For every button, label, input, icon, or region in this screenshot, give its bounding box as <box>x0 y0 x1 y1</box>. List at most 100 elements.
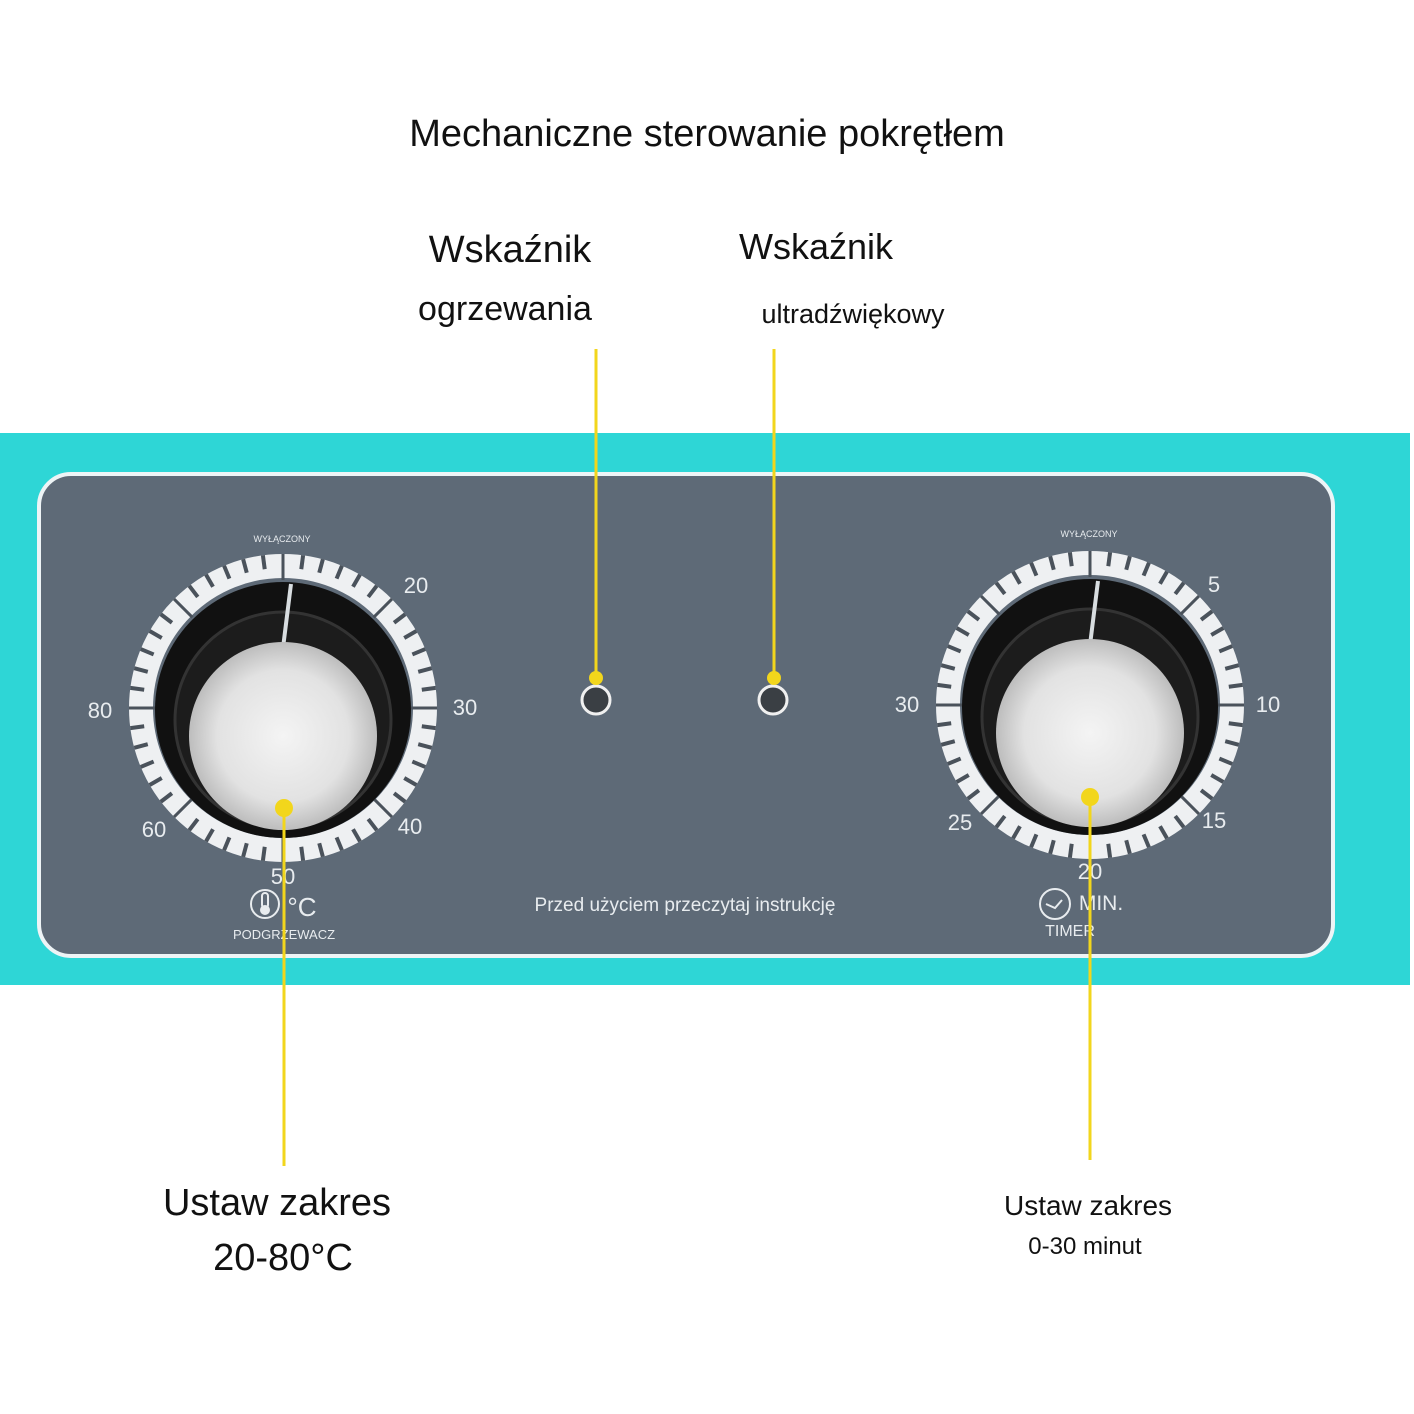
scale-tick <box>411 759 427 769</box>
temp-range-label-2: 20-80°C <box>213 1237 353 1279</box>
scale-tick <box>421 724 436 731</box>
scale-tick <box>1210 773 1225 784</box>
scale-tick <box>1124 555 1132 571</box>
scale-tick <box>994 581 1007 596</box>
temp-range-label-1: Ustaw zakres <box>163 1182 391 1224</box>
ultrasonic-indicator-label-2: ultradźwiękowy <box>761 299 945 329</box>
scale-tick <box>148 776 163 787</box>
scale-tick <box>1173 581 1186 596</box>
thermometer-icon <box>250 889 280 919</box>
scale-tick <box>1067 843 1074 858</box>
scale-tick <box>317 842 325 858</box>
scale-tick <box>937 682 952 689</box>
scale-tick <box>366 584 379 599</box>
knob-pointer <box>281 583 293 649</box>
scale-tick <box>133 742 149 750</box>
scale-tick <box>1173 814 1186 829</box>
scale-tick <box>980 794 1001 815</box>
scale-tick <box>1179 595 1200 616</box>
scale-tick <box>299 555 306 570</box>
heater-scale-40: 40 <box>398 814 422 839</box>
scale-tick <box>173 797 194 818</box>
heater-unit: °C <box>287 892 316 922</box>
scale-tick <box>187 584 200 599</box>
scale-tick <box>966 788 981 801</box>
leader-lines <box>275 349 1099 1166</box>
timer-scale-25: 25 <box>948 810 972 835</box>
scale-tick <box>1218 644 1234 654</box>
scale-tick <box>1141 561 1151 577</box>
scale-tick <box>417 666 433 674</box>
scale-tick <box>1228 721 1243 728</box>
scale-tick <box>1210 626 1225 637</box>
scale-tick <box>1179 794 1200 815</box>
scale-tick <box>366 817 379 832</box>
scale-tick <box>1158 570 1169 585</box>
scale-tick <box>133 666 149 674</box>
scale-tick <box>260 555 267 570</box>
scale-tick <box>937 721 952 728</box>
time-range-label-1: Ustaw zakres <box>1004 1190 1172 1221</box>
knob-cap <box>996 639 1184 827</box>
scale-tick <box>1029 833 1039 849</box>
scale-tick <box>955 626 970 637</box>
scale-tick <box>1124 839 1132 855</box>
timer-scale-30: 30 <box>895 692 919 717</box>
scale-tick <box>421 685 436 692</box>
scale-tick <box>1199 609 1214 622</box>
heater-scale-60: 60 <box>142 817 166 842</box>
scale-tick <box>351 573 362 588</box>
heating-indicator-led <box>580 684 612 716</box>
scale-tick <box>980 595 1001 616</box>
scale-tick <box>372 598 393 619</box>
heater-scale-20: 20 <box>404 573 428 598</box>
timer-knob[interactable] <box>936 551 1244 859</box>
scale-tick <box>334 836 344 852</box>
scale-tick <box>130 685 145 692</box>
scale-tick <box>1141 833 1151 849</box>
page-title: Mechaniczne sterowanie pokrętłem <box>409 113 1005 155</box>
scale-tick <box>1011 570 1022 585</box>
scale-tick <box>940 739 956 747</box>
scale-tick <box>411 647 427 657</box>
scale-tick <box>1218 756 1234 766</box>
scale-tick <box>1106 552 1113 567</box>
scale-tick <box>946 756 962 766</box>
scale-tick <box>148 629 163 640</box>
scale-tick <box>317 558 325 574</box>
scale-tick <box>222 836 232 852</box>
scale-tick <box>159 791 174 804</box>
scale-tick <box>1048 555 1056 571</box>
notice-text: Przed użyciem przeczytaj instrukcję <box>535 895 836 916</box>
heater-off-label: WYŁĄCZONY <box>253 534 310 544</box>
scale-tick <box>173 598 194 619</box>
time-range-label-2: 0-30 minut <box>1028 1233 1142 1260</box>
scale-tick <box>417 742 433 750</box>
scale-tick <box>241 558 249 574</box>
ultrasonic-indicator-label-1: Wskaźnik <box>739 226 894 267</box>
scale-tick <box>946 644 962 654</box>
scale-tick <box>372 797 393 818</box>
scale-tick <box>1224 663 1240 671</box>
scale-tick <box>1228 682 1243 689</box>
heater-knob[interactable] <box>129 554 437 862</box>
clock-icon <box>1039 888 1071 920</box>
scale-tick <box>241 842 249 858</box>
scale-tick <box>222 564 232 580</box>
scale-tick <box>392 612 407 625</box>
scale-tick <box>204 573 215 588</box>
scale-tick <box>994 814 1007 829</box>
scale-tick <box>940 663 956 671</box>
timer-scale-5: 5 <box>1208 572 1220 597</box>
timer-scale-10: 10 <box>1256 692 1280 717</box>
timer-off-label: WYŁĄCZONY <box>1060 529 1117 539</box>
scale-tick <box>139 759 155 769</box>
scale-tick <box>1067 552 1074 567</box>
heater-scale-80: 80 <box>88 698 112 723</box>
scale-tick <box>334 564 344 580</box>
timer-unit: MIN. <box>1079 892 1123 915</box>
scale-tick <box>130 724 145 731</box>
scale-tick <box>1106 843 1113 858</box>
scale-tick <box>403 776 418 787</box>
